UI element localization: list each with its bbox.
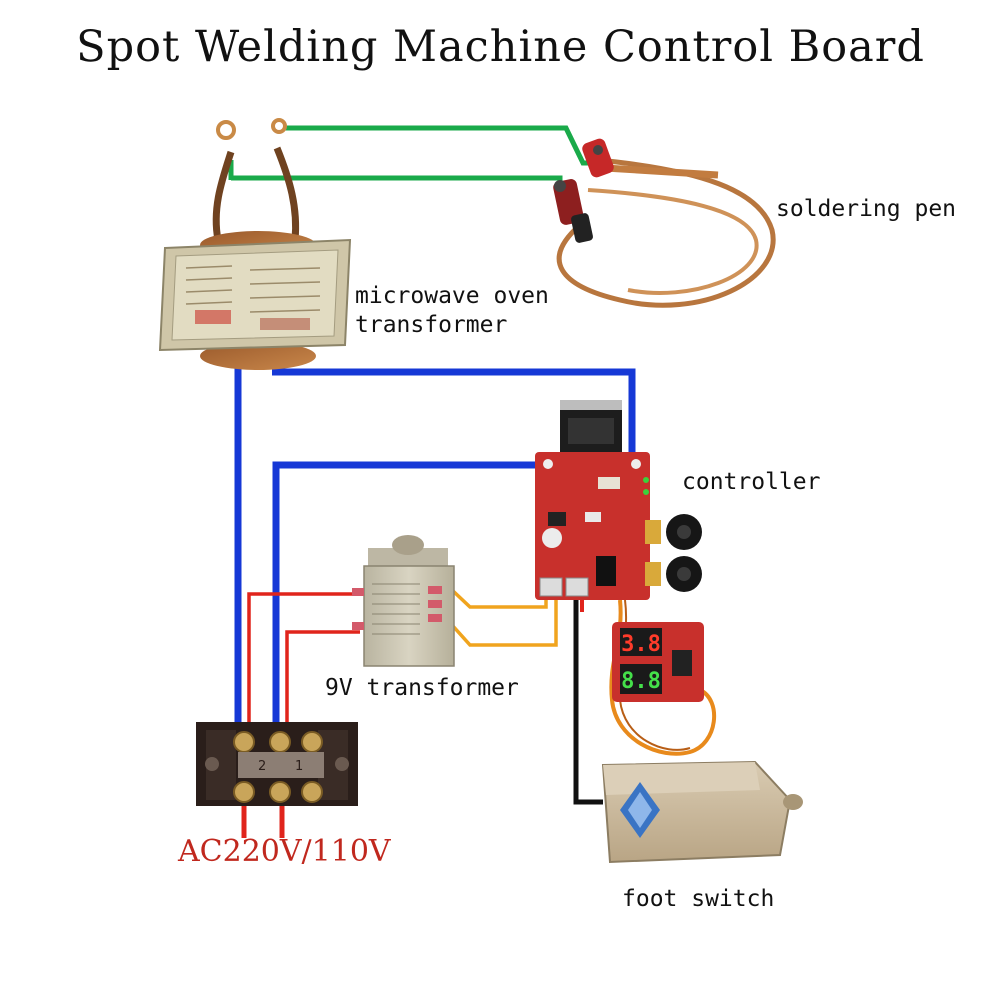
nine-volt-transformer-label: 9V transformer bbox=[325, 675, 519, 701]
controller-board bbox=[535, 400, 702, 600]
page-title: Spot Welding Machine Control Board bbox=[76, 22, 925, 72]
display-bottom-digits: 8.8 bbox=[621, 669, 661, 694]
pot-knob-2 bbox=[645, 556, 702, 592]
terminal-number-2: 2 bbox=[258, 759, 266, 774]
red-wires bbox=[241, 592, 360, 838]
terminal-block: 2 1 bbox=[196, 722, 358, 806]
nine-volt-transformer bbox=[352, 535, 455, 667]
controller-label: controller bbox=[682, 469, 821, 495]
soldering-pen-label: soldering pen bbox=[776, 196, 957, 222]
terminal-number-1: 1 bbox=[295, 759, 303, 774]
pot-knob-1 bbox=[645, 514, 702, 550]
mains-voltage-label: AC220V/110V bbox=[178, 834, 391, 869]
foot-switch-label: foot switch bbox=[622, 886, 775, 912]
digital-display-module: 3.8 8.8 bbox=[612, 622, 704, 702]
microwave-transformer-label-line1: microwave oven bbox=[355, 283, 549, 309]
soldering-pen bbox=[553, 138, 776, 308]
microwave-transformer bbox=[158, 118, 352, 370]
foot-switch-logo bbox=[620, 782, 660, 838]
foot-switch bbox=[601, 760, 803, 864]
blue-wires bbox=[234, 366, 636, 745]
microwave-transformer-label-line2: transformer bbox=[355, 312, 508, 338]
display-top-digits: 3.8 bbox=[621, 632, 661, 657]
